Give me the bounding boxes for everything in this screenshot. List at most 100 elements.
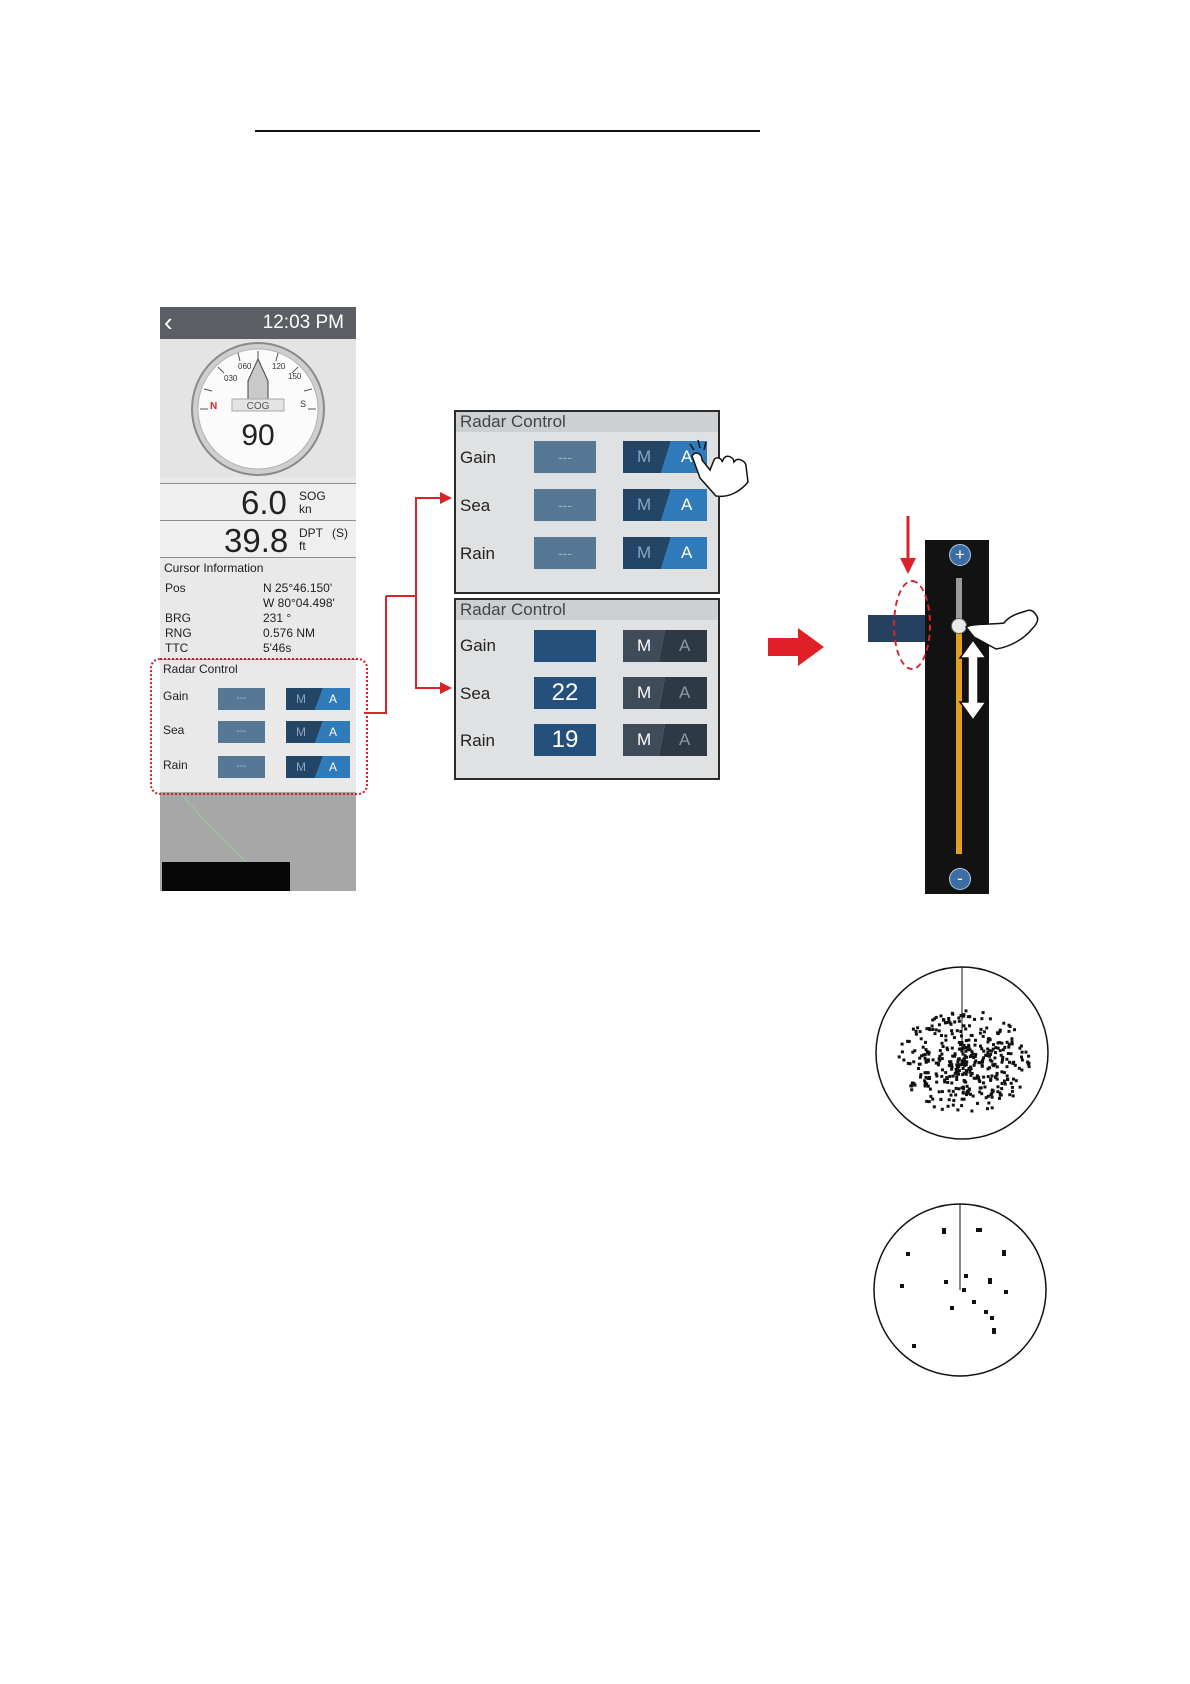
clutter-dot bbox=[937, 1029, 941, 1033]
tapping-hand-icon bbox=[689, 439, 749, 498]
clutter-dot bbox=[1007, 1042, 1011, 1046]
auto-rain-ma-toggle[interactable]: M A bbox=[623, 537, 707, 569]
slider-plus-button[interactable]: + bbox=[949, 544, 971, 566]
back-icon[interactable]: ‹ bbox=[164, 307, 173, 337]
clutter-dot bbox=[951, 1054, 955, 1058]
small-sea-m[interactable]: M bbox=[296, 725, 306, 739]
small-rain-value[interactable]: --- bbox=[218, 756, 265, 778]
cursor-ttc-label: TTC bbox=[165, 641, 189, 655]
gain-slider[interactable]: + - bbox=[925, 540, 989, 894]
auto-rain-value[interactable]: --- bbox=[534, 537, 596, 569]
clutter-dot bbox=[1006, 1077, 1010, 1081]
cursor-rng-value: 0.576 NM bbox=[263, 626, 316, 640]
auto-sea-a[interactable]: A bbox=[681, 495, 693, 514]
auto-sea-ma-toggle[interactable]: M A bbox=[623, 489, 707, 521]
manual-rain-value[interactable]: 19 bbox=[534, 724, 596, 756]
manual-rain-m[interactable]: M bbox=[637, 730, 652, 749]
small-gain-a[interactable]: A bbox=[329, 692, 338, 706]
small-gain-m[interactable]: M bbox=[296, 692, 306, 706]
cog-value: 90 bbox=[241, 419, 274, 452]
clutter-dot bbox=[1003, 1045, 1007, 1049]
manual-gain-m[interactable]: M bbox=[637, 636, 652, 655]
radar-control-panel-auto: Radar Control Gain --- M A Sea --- M A R… bbox=[454, 410, 720, 594]
clutter-dot bbox=[934, 1015, 938, 1019]
clutter-dot bbox=[954, 1071, 958, 1075]
clutter-dot bbox=[928, 1087, 932, 1091]
clutter-dot bbox=[973, 1043, 977, 1047]
small-sea-label: Sea bbox=[163, 723, 185, 737]
small-sea-value[interactable]: --- bbox=[218, 721, 265, 743]
auto-gain-value[interactable]: --- bbox=[534, 441, 596, 473]
clutter-dot bbox=[998, 1096, 1001, 1100]
clutter-dot bbox=[996, 1041, 1000, 1045]
clutter-dot bbox=[1026, 1062, 1030, 1066]
clutter-dot bbox=[963, 1064, 967, 1067]
clutter-dot bbox=[935, 1074, 939, 1078]
manual-rain-ma-toggle[interactable]: M A bbox=[623, 724, 707, 756]
auto-sea-value[interactable]: --- bbox=[534, 489, 596, 521]
small-rain-ma-toggle[interactable]: M A bbox=[286, 756, 350, 778]
slider-minus-button[interactable]: - bbox=[949, 868, 971, 890]
auto-rain-a[interactable]: A bbox=[681, 543, 693, 562]
small-rain-a[interactable]: A bbox=[329, 760, 338, 774]
clutter-dot bbox=[960, 1104, 964, 1108]
clutter-dot bbox=[962, 1046, 966, 1050]
auto-gain-m[interactable]: M bbox=[637, 447, 652, 466]
clutter-dot bbox=[987, 1101, 991, 1105]
clutter-dot bbox=[1000, 1060, 1004, 1064]
radar-echo-clear bbox=[873, 1203, 1047, 1377]
radar-control-small: Radar Control Gain --- M A Sea --- M A R… bbox=[160, 659, 356, 792]
clutter-dot bbox=[959, 1063, 963, 1067]
manual-gain-a[interactable]: A bbox=[679, 636, 691, 655]
manual-rain-a[interactable]: A bbox=[679, 730, 691, 749]
small-gain-value[interactable]: --- bbox=[218, 688, 265, 710]
clutter-dot bbox=[931, 1028, 935, 1031]
clutter-dot bbox=[925, 1027, 929, 1031]
auto-gain-a[interactable]: A bbox=[681, 447, 693, 466]
small-sea-a[interactable]: A bbox=[329, 725, 338, 739]
clutter-dot bbox=[980, 1017, 984, 1021]
clutter-dot bbox=[950, 1063, 954, 1067]
clutter-dot bbox=[950, 1029, 954, 1033]
clutter-dot bbox=[947, 1089, 951, 1093]
small-gain-ma-toggle[interactable]: M A bbox=[286, 688, 350, 710]
sog-label: SOG bbox=[299, 489, 326, 503]
auto-sea-m[interactable]: M bbox=[637, 495, 652, 514]
clutter-dot bbox=[980, 1063, 984, 1067]
clutter-dot bbox=[933, 1032, 937, 1036]
drag-double-arrow-icon bbox=[958, 640, 988, 720]
clutter-dot bbox=[1008, 1093, 1012, 1097]
clutter-dot bbox=[923, 1053, 927, 1057]
manual-sea-ma-toggle[interactable]: M A bbox=[623, 677, 707, 709]
auto-rain-m[interactable]: M bbox=[637, 543, 652, 562]
manual-sea-value[interactable]: 22 bbox=[534, 677, 596, 709]
clutter-dot bbox=[949, 1022, 953, 1026]
clutter-dot bbox=[962, 1057, 966, 1061]
manual-gain-ma-toggle[interactable]: M A bbox=[623, 630, 707, 662]
manual-gain-value[interactable] bbox=[534, 630, 596, 662]
clutter-dot bbox=[962, 1071, 966, 1075]
clutter-dot bbox=[977, 1078, 981, 1082]
clutter-dot bbox=[965, 1055, 969, 1059]
clutter-dot bbox=[931, 1058, 935, 1062]
small-sea-ma-toggle[interactable]: M A bbox=[286, 721, 350, 743]
clutter-dot bbox=[908, 1062, 912, 1066]
clutter-dot bbox=[1010, 1085, 1014, 1089]
clutter-dot bbox=[988, 1058, 992, 1062]
clutter-dot bbox=[1024, 1050, 1028, 1054]
clutter-dot bbox=[934, 1028, 938, 1032]
manual-sea-m[interactable]: M bbox=[637, 683, 652, 702]
clutter-dot bbox=[950, 1032, 954, 1036]
small-rain-m[interactable]: M bbox=[296, 760, 306, 774]
clutter-dot bbox=[996, 1046, 1000, 1050]
clutter-dot bbox=[937, 1057, 941, 1061]
clutter-dot bbox=[968, 1048, 972, 1052]
clutter-dot bbox=[973, 1054, 977, 1058]
manual-sea-a[interactable]: A bbox=[679, 683, 691, 702]
auto-sea-label: Sea bbox=[460, 496, 491, 515]
clutter-dot bbox=[982, 1075, 986, 1079]
clutter-dot bbox=[1005, 1065, 1009, 1069]
clutter-dot bbox=[1003, 1082, 1007, 1086]
clutter-dot bbox=[984, 1096, 988, 1100]
clutter-dot bbox=[982, 1030, 986, 1034]
